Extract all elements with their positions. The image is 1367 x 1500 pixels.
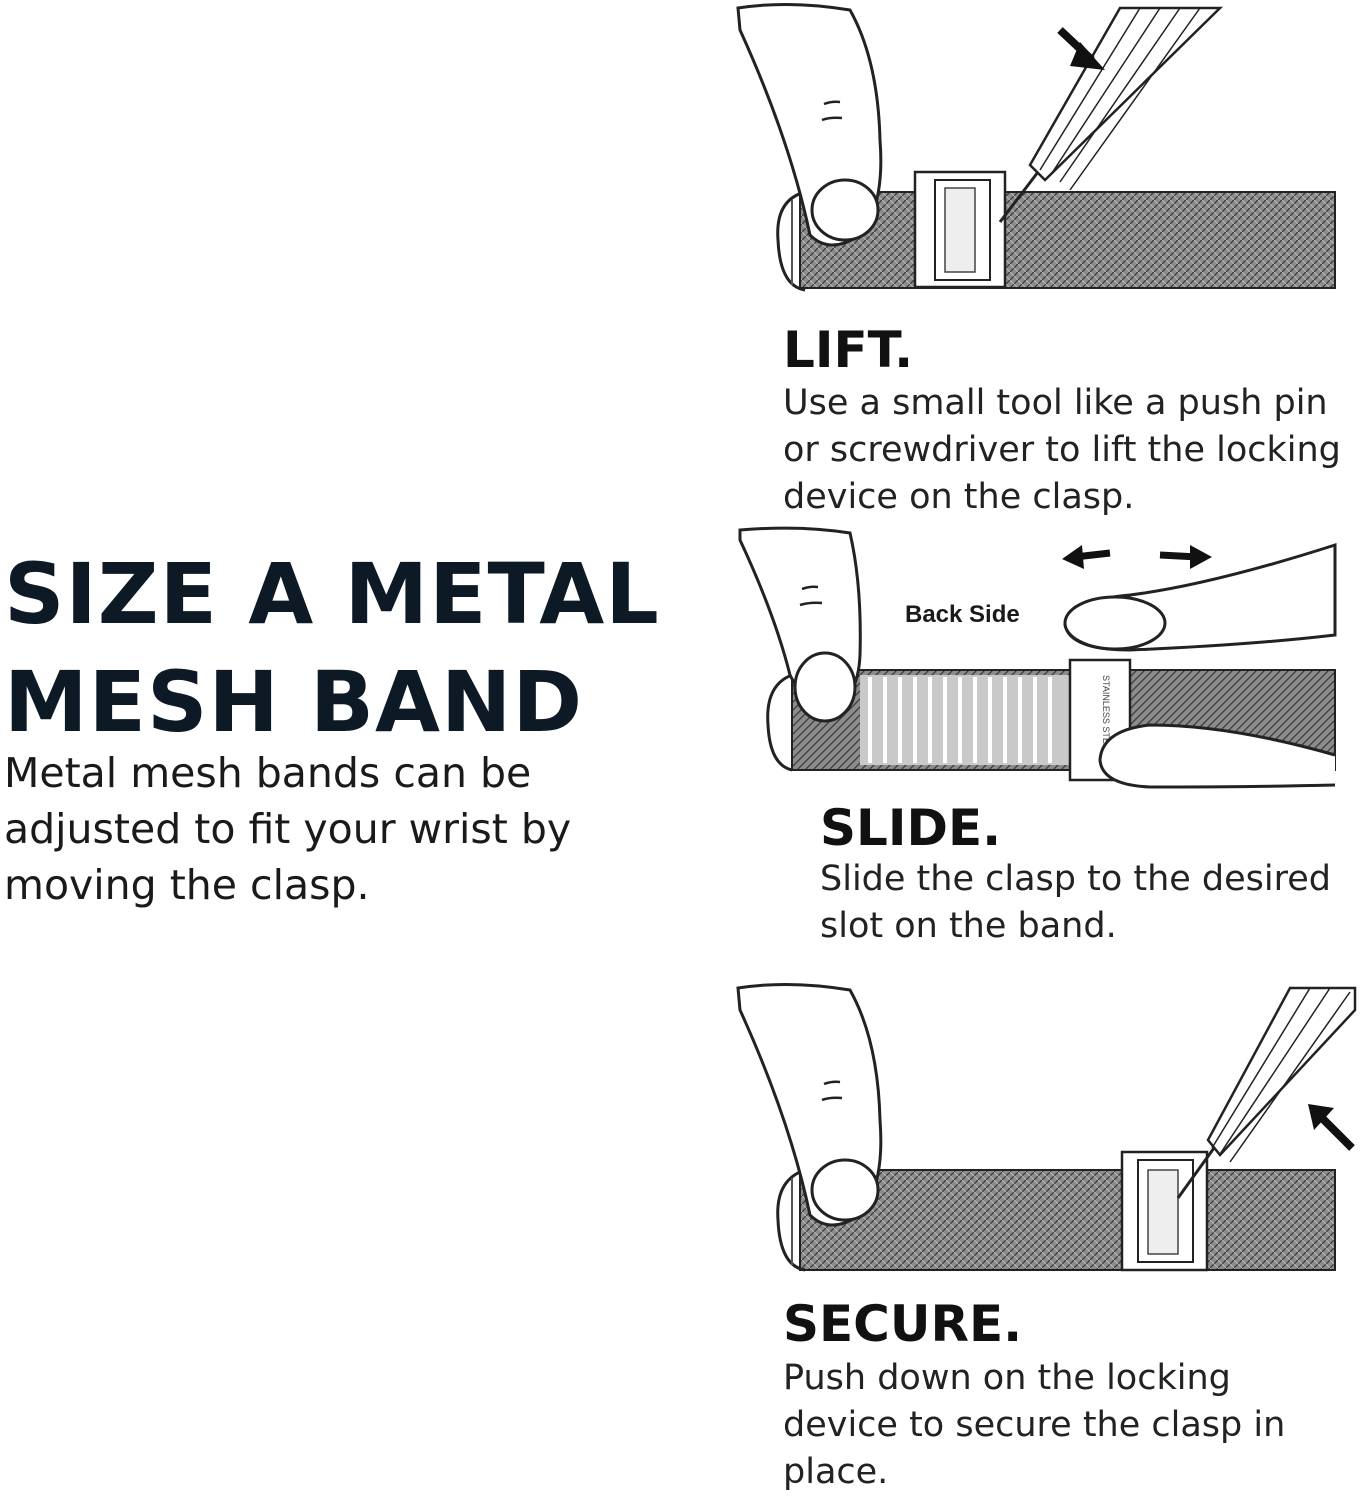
down-right-arrow-icon (1057, 27, 1105, 70)
finger-icon (736, 2, 883, 247)
left-finger-icon (738, 526, 862, 723)
step-secure-description: Push down on the locking device to secur… (783, 1358, 1286, 1492)
mesh-band (776, 1168, 1336, 1272)
secure-illustration (736, 982, 1357, 1272)
mesh-band (776, 190, 1336, 292)
step-slide-description: Slide the clasp to the desired slot on t… (820, 859, 1332, 946)
finger-icon (736, 982, 883, 1227)
clasp (1120, 1150, 1209, 1272)
screwdriver-icon (998, 6, 1224, 223)
slide-illustration: STAINLESS STEEL Back Side (738, 526, 1337, 789)
step-secure-title: SECURE. (783, 1295, 1023, 1353)
clasp (913, 170, 1007, 289)
step-slide-title: SLIDE. (820, 799, 1002, 857)
step-lift-description: Use a small tool like a push pin or scre… (783, 383, 1341, 517)
svg-text:STAINLESS STEEL: STAINLESS STEEL (1101, 675, 1111, 755)
page-description: Metal mesh bands can be adjusted to fit … (4, 749, 572, 909)
up-left-arrow-icon (1308, 1104, 1355, 1151)
page-title: SIZE A METAL MESH BAND (4, 545, 660, 751)
left-right-arrows-icon (1062, 545, 1212, 569)
step-lift-title: LIFT. (783, 321, 914, 379)
right-finger-icon (1063, 542, 1337, 789)
back-side-label: Back Side (905, 601, 1020, 628)
lift-illustration (736, 2, 1336, 292)
screwdriver-icon (1176, 986, 1357, 1199)
